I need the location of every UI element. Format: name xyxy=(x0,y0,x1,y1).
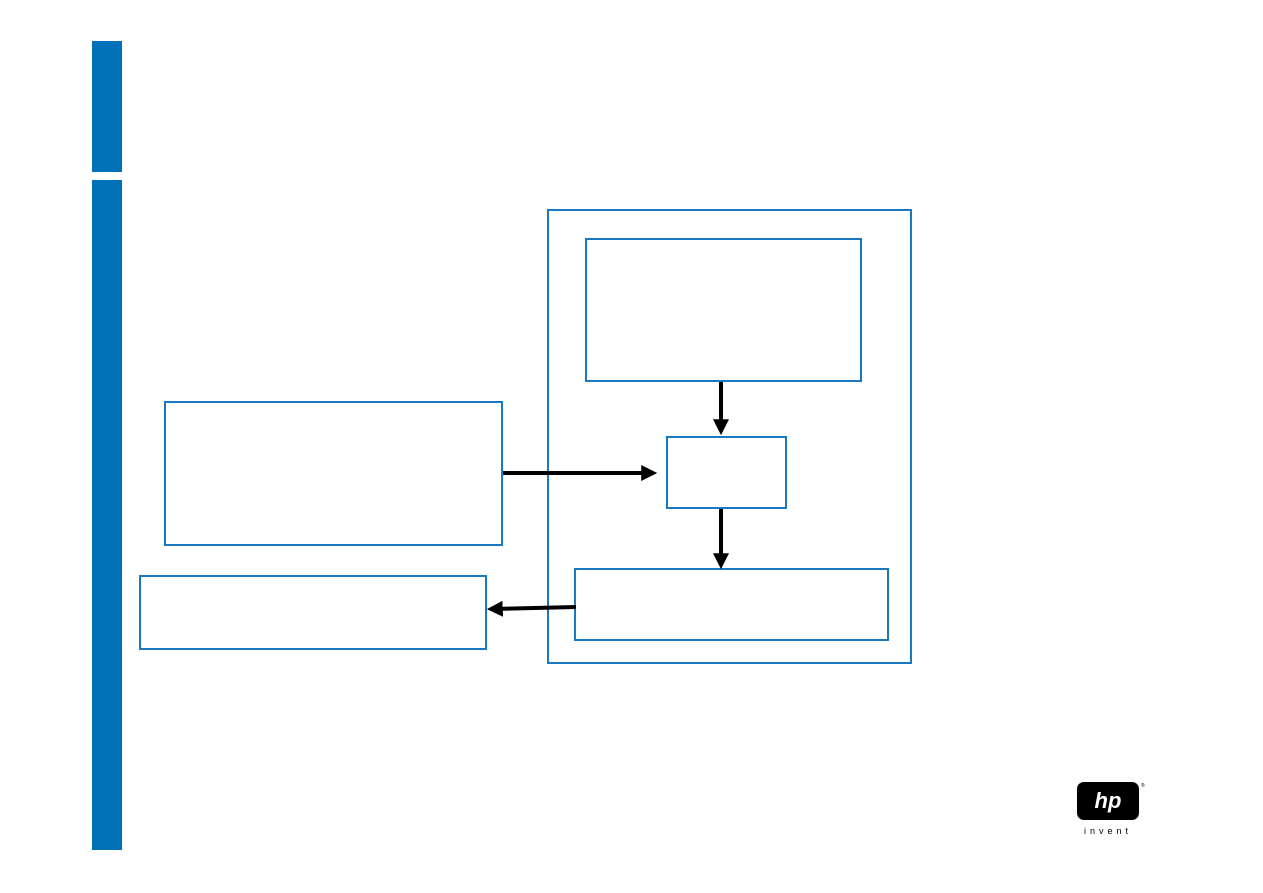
content-accent-bar xyxy=(92,180,122,850)
arrow-output-to-left-result xyxy=(486,600,577,617)
hp-logo-icon: hp ® invent xyxy=(1077,782,1145,836)
left-source-box xyxy=(164,401,503,546)
left-result-box xyxy=(139,575,487,650)
system-container-box xyxy=(547,209,912,664)
svg-text:®: ® xyxy=(1141,782,1145,789)
output-box xyxy=(574,568,889,641)
logo-brand-text: hp xyxy=(1095,788,1122,813)
logo-tagline-text: invent xyxy=(1084,826,1132,836)
title-accent-bar xyxy=(92,41,122,172)
center-process-box xyxy=(666,436,787,509)
top-input-box xyxy=(585,238,862,382)
